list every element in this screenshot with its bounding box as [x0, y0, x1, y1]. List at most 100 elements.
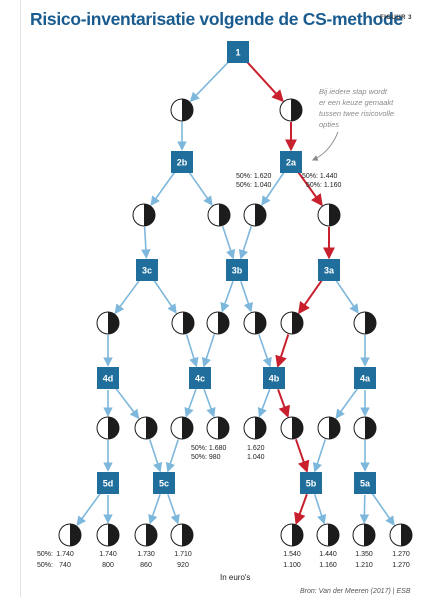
label-4c-low: 50%: 980 [191, 454, 221, 461]
edge-b [335, 387, 359, 420]
edge-b [203, 389, 216, 418]
decision-node-2b-label: 2b [177, 158, 188, 168]
risk-option-o1-dark-half [70, 524, 81, 546]
edge-c [312, 439, 327, 473]
outcome-7-low: 1.210 [355, 562, 373, 569]
decision-node-4c [189, 367, 211, 389]
note-line-2: er een keuze gemaakt [319, 98, 394, 107]
decision-node-5c-label: 5c [159, 479, 169, 489]
outcome-8-low: 1.270 [392, 562, 410, 569]
outcome-5-high: 1.540 [283, 551, 301, 558]
risk-option-c5a1-dark-half [108, 417, 119, 439]
risk-option-o8-dark-half [401, 524, 412, 546]
decision-node-5c [153, 472, 175, 494]
outcome-2-low: 800 [102, 562, 114, 569]
outcome-1-high: 1.740 [56, 551, 74, 558]
red-path-edge-b [277, 388, 290, 419]
outcome-5-low: 1.100 [283, 562, 301, 569]
outcome-3-low: 860 [140, 562, 152, 569]
risk-option-c3a1-dark-half [144, 204, 155, 226]
label-2a-left-high: 50%: 1.620 [236, 173, 272, 180]
label-4b-low: 1.040 [247, 454, 265, 461]
decision-node-1 [227, 41, 249, 63]
label-4c-high: 50%: 1.680 [191, 445, 227, 452]
edge-c [221, 226, 236, 260]
decision-node-3b-label: 3b [232, 266, 243, 276]
figure-title: Risico-inventarisatie volgende de CS-met… [30, 9, 403, 29]
red-path-edge-b [294, 493, 308, 526]
decision-node-4a [354, 367, 376, 389]
risk-option-c3a2-dark-half [219, 204, 230, 226]
risk-option-c3b1-dark-half [255, 204, 266, 226]
outcome-7-high: 1.350 [355, 551, 373, 558]
edge-b [371, 492, 395, 526]
decision-node-5d [97, 472, 119, 494]
edge-c [185, 334, 199, 368]
decision-node-1-label: 1 [235, 48, 240, 58]
outcome-8-high: 1.270 [392, 551, 410, 558]
outcome-4-low: 920 [177, 562, 189, 569]
decision-node-4c-label: 4c [195, 374, 205, 384]
edge-c [258, 334, 272, 368]
decision-node-3b [226, 259, 248, 281]
red-path-edge-b [298, 279, 323, 315]
edge-b [76, 492, 102, 527]
risk-option-c4b1-dark-half [218, 312, 229, 334]
risk-option-o3-dark-half [146, 524, 157, 546]
risk-option-c2b-dark-half [182, 99, 193, 121]
red-path-edge-c [275, 334, 290, 368]
edge-b [335, 279, 359, 314]
edge-b [240, 281, 253, 313]
risk-option-c5d2-dark-half [365, 417, 376, 439]
edge-b [188, 171, 213, 206]
risk-option-c5a2-dark-half [146, 417, 157, 439]
decision-node-5d-label: 5d [103, 479, 114, 489]
note-line-1: Bij iedere stap wordt [319, 87, 388, 96]
risk-option-c5b2-dark-half [218, 417, 229, 439]
outcome-1-low: 740 [59, 562, 71, 569]
decision-node-2a-label: 2a [286, 158, 297, 168]
edge-c [148, 439, 163, 473]
edge-b [313, 494, 327, 525]
label-2a-left-low: 50%: 1.040 [236, 182, 272, 189]
edge-b [148, 494, 161, 525]
bottom-prefix-high: 50%: [37, 551, 53, 558]
bottom-prefix-low: 50%: [37, 562, 53, 569]
edge-b [167, 494, 180, 525]
outcome-6-high: 1.440 [319, 551, 337, 558]
risk-option-c5b1-dark-half [182, 417, 193, 439]
label-2a-right-high: 50%: 1.440 [302, 173, 338, 180]
red-path-edge-b [297, 171, 323, 207]
risk-option-c4c1-dark-half [292, 312, 303, 334]
decision-node-5b-label: 5b [306, 479, 317, 489]
label-4b-high: 1.620 [247, 445, 265, 452]
risk-option-o7-dark-half [364, 524, 375, 546]
edge-b [114, 387, 140, 420]
risk-option-o5-dark-half [292, 524, 303, 546]
edge-b [153, 279, 177, 314]
decision-node-5a-label: 5a [360, 479, 371, 489]
unit-caption: In euro's [220, 573, 250, 582]
risk-option-c4c2-dark-half [365, 312, 376, 334]
edge-b [261, 171, 285, 206]
decision-node-5b [300, 472, 322, 494]
decision-node-2a [280, 151, 302, 173]
risk-option-c4b2-dark-half [255, 312, 266, 334]
outcome-6-low: 1.160 [319, 562, 337, 569]
risk-option-o6-dark-half [328, 524, 339, 546]
decision-node-4d-label: 4d [103, 374, 114, 384]
edge-b [220, 281, 234, 313]
edge-b [189, 60, 231, 103]
outcome-4-high: 1.710 [174, 551, 192, 558]
risk-option-o2-dark-half [108, 524, 119, 546]
note-pointer-arrow [311, 131, 339, 161]
decision-node-3a-label: 3a [324, 266, 335, 276]
decision-node-3c-label: 3c [142, 266, 152, 276]
note-line-3: tussen twee risicovolle [319, 109, 394, 118]
risk-option-o4-dark-half [182, 524, 193, 546]
edge-b [359, 494, 370, 524]
decision-node-4b-label: 4b [269, 374, 280, 384]
outcome-3-high: 1.730 [137, 551, 155, 558]
risk-option-c5c2-dark-half [292, 417, 303, 439]
